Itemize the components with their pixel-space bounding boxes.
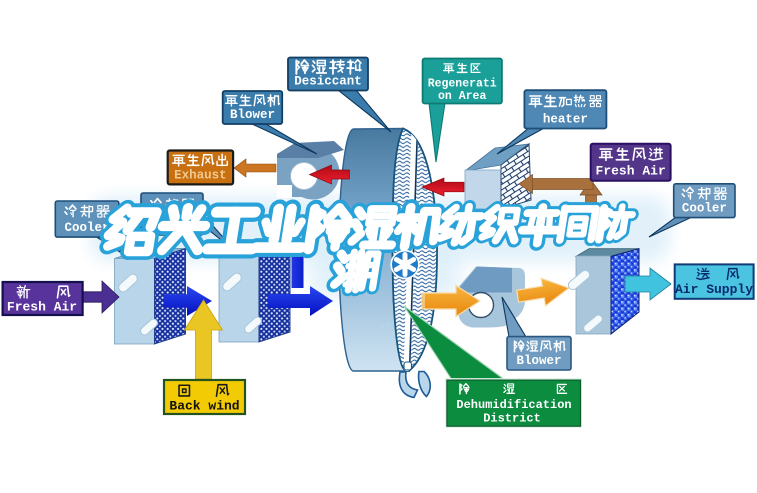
svg-text:Desiccant: Desiccant xyxy=(294,75,362,89)
svg-text:Back wind: Back wind xyxy=(169,399,239,414)
svg-text:District: District xyxy=(483,412,541,426)
svg-text:xt: xt xyxy=(380,323,392,334)
svg-text:Fresh Air: Fresh Air xyxy=(7,300,77,315)
svg-text:on Area: on Area xyxy=(438,90,486,103)
svg-text:Cooler: Cooler xyxy=(682,202,727,216)
svg-text:Cooler: Cooler xyxy=(65,221,110,235)
svg-text:heater: heater xyxy=(543,113,588,127)
svg-text:Regenerati: Regenerati xyxy=(428,78,497,91)
svg-text:Blower: Blower xyxy=(516,354,561,368)
svg-text:Exhaust: Exhaust xyxy=(174,168,227,182)
svg-text:Fresh Air: Fresh Air xyxy=(596,164,666,179)
svg-text:Dehumidification: Dehumidification xyxy=(456,398,571,412)
svg-text:Blower: Blower xyxy=(230,108,275,122)
svg-text:Air Supply: Air Supply xyxy=(675,282,753,297)
